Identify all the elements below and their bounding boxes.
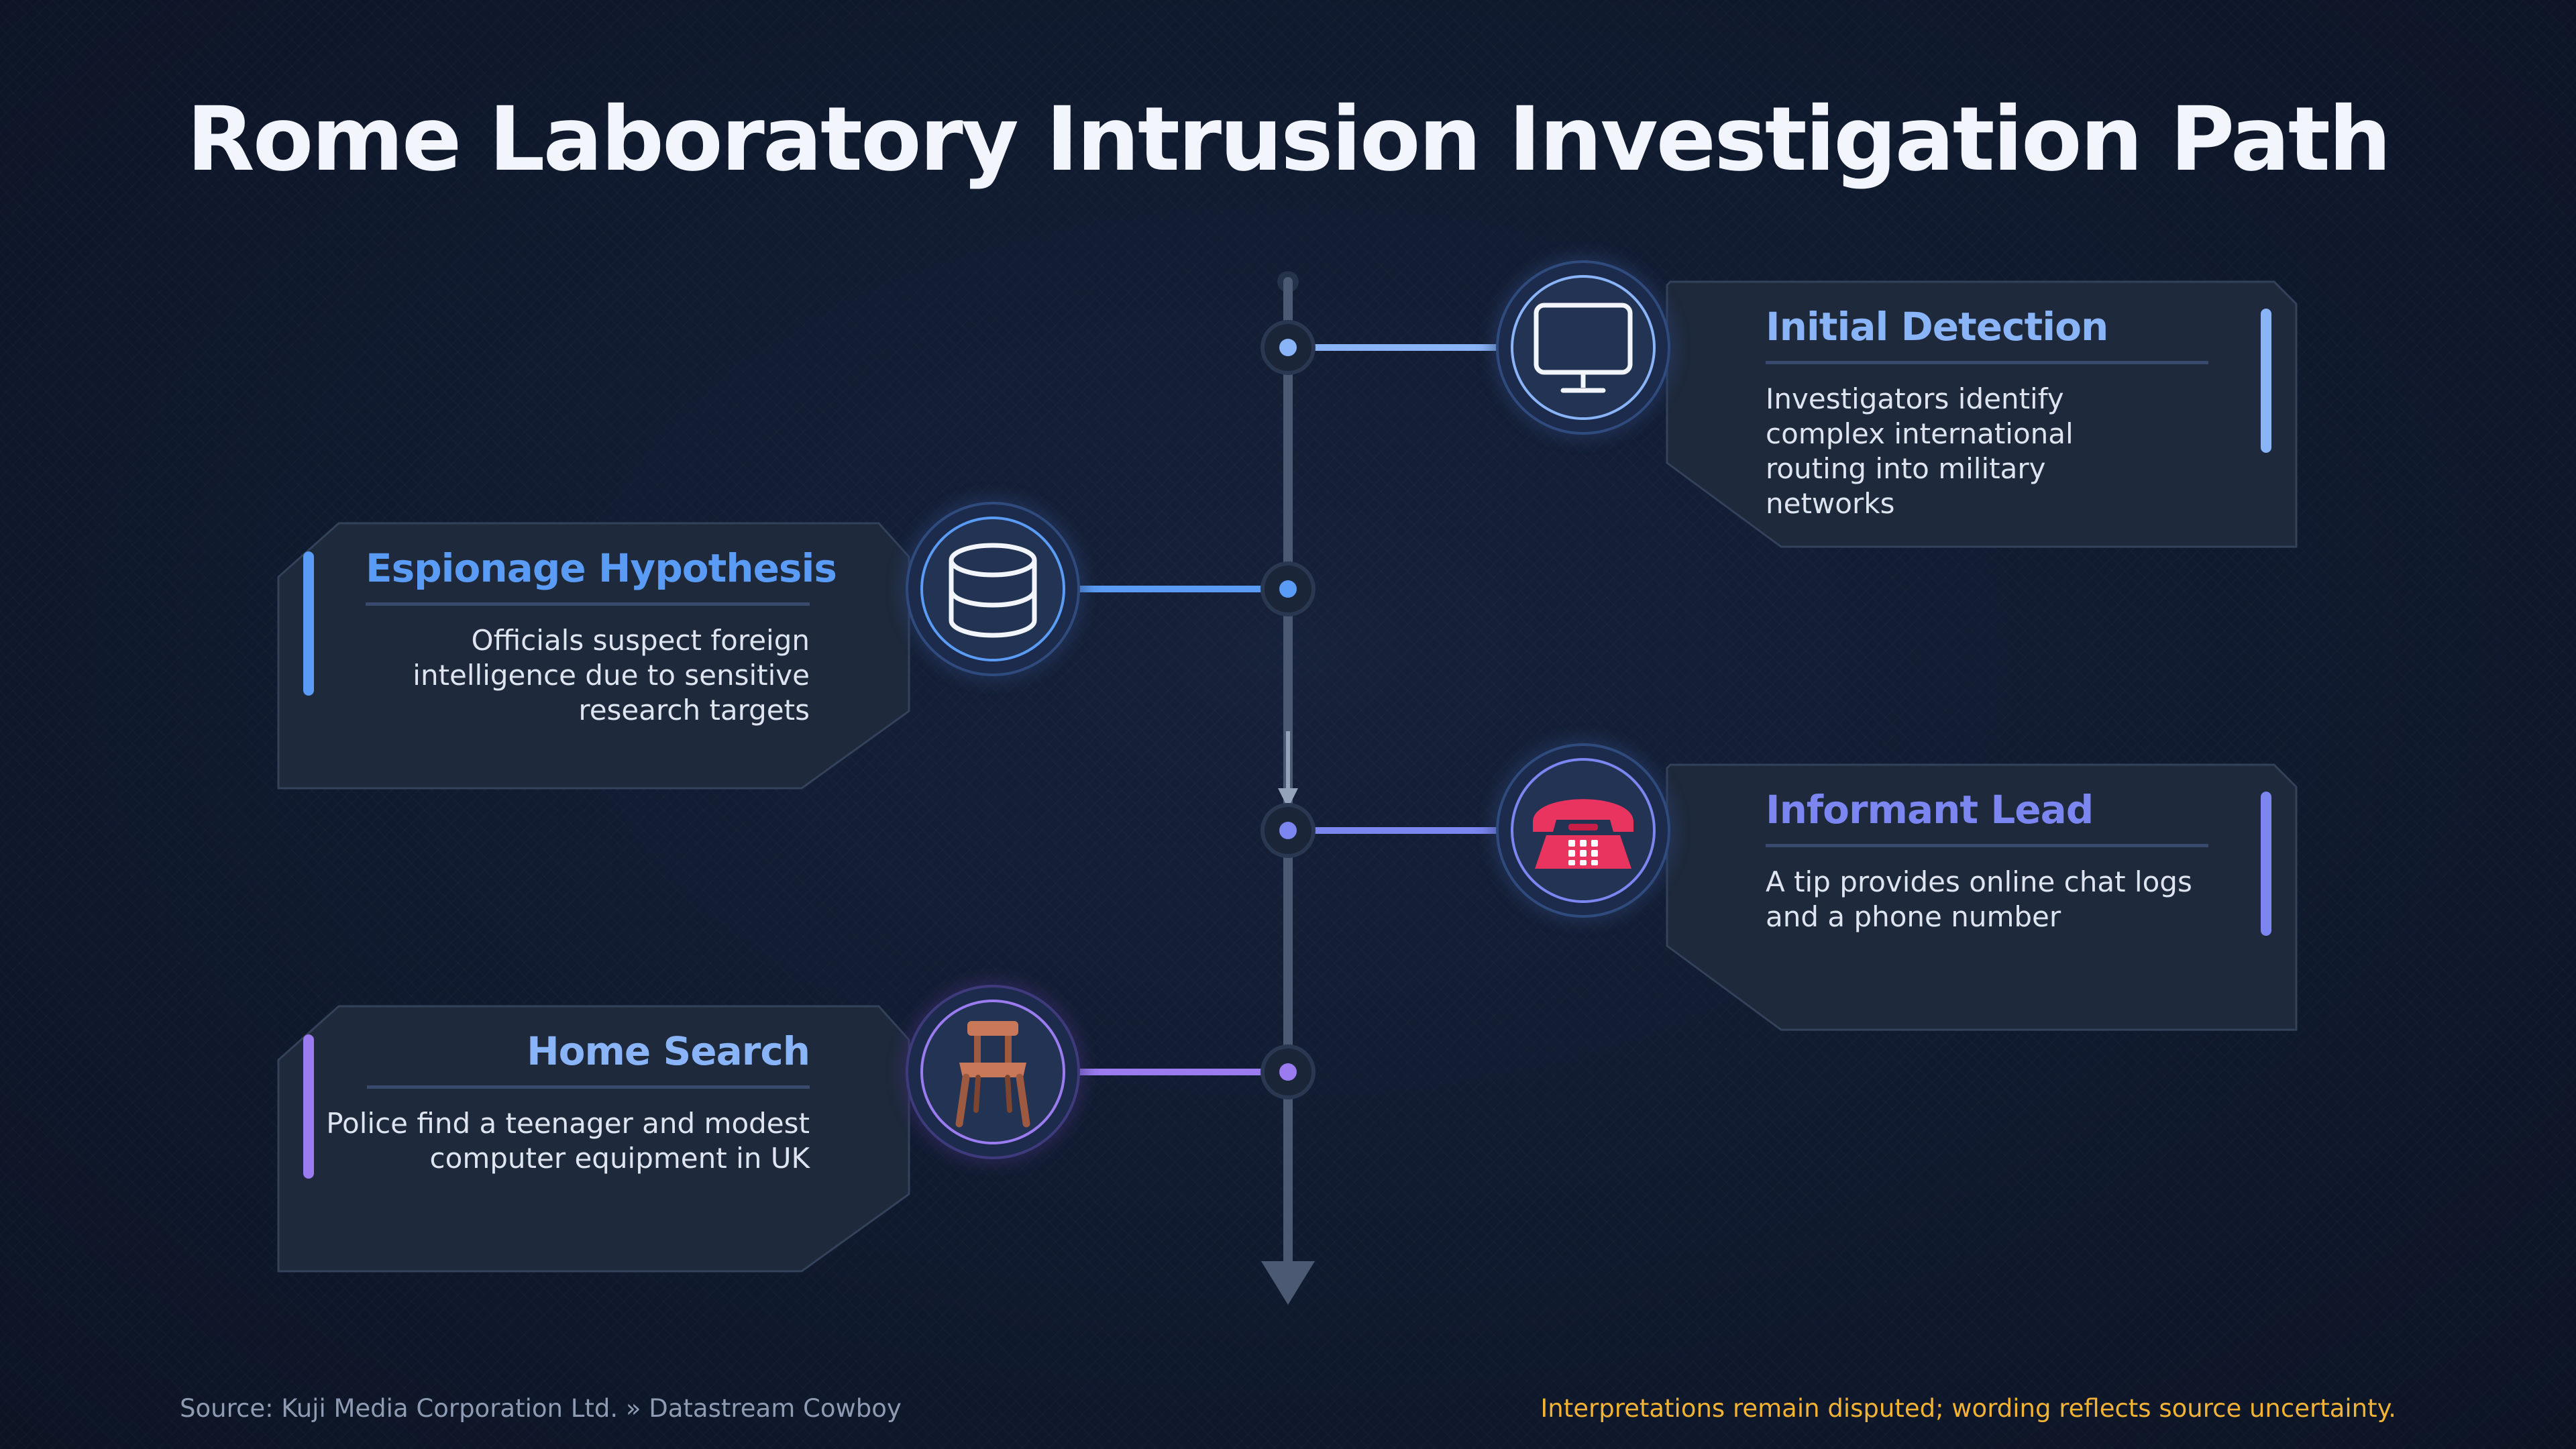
card-text-informant-lead: Informant Lead A tip provides online cha… xyxy=(1766,786,2208,934)
title-divider xyxy=(1766,361,2208,364)
title-divider xyxy=(367,1085,810,1089)
step-title: Espionage Hypothesis xyxy=(366,545,837,591)
telephone-icon xyxy=(1533,799,1633,869)
step-informant-lead xyxy=(1260,737,2298,1031)
step-description: A tip provides online chat logs and a ph… xyxy=(1766,865,2192,933)
step-title: Home Search xyxy=(527,1028,810,1074)
card-home-search xyxy=(277,1005,910,1273)
chair-icon xyxy=(955,1021,1030,1128)
timeline-spine xyxy=(1261,271,1315,1305)
step-description: Officials suspect foreign intelligence d… xyxy=(413,624,810,727)
timeline-midarrow xyxy=(1278,788,1298,808)
accent-bar xyxy=(303,551,314,696)
step-title: Initial Detection xyxy=(1766,304,2108,350)
card-text-home-search: Home Search Police find a teenager and m… xyxy=(325,1028,810,1176)
database-icon xyxy=(949,543,1037,638)
step-description: Police find a teenager and modest comput… xyxy=(326,1107,810,1175)
card-text-espionage-hypothesis: Espionage Hypothesis Officials suspect f… xyxy=(366,545,837,728)
card-espionage-hypothesis xyxy=(277,522,910,790)
page-title: Rome Laboratory Intrusion Investigation … xyxy=(186,88,2392,191)
card-text-initial-detection: Initial Detection Investigators identify… xyxy=(1766,303,2208,521)
timeline-arrowhead xyxy=(1261,1261,1315,1305)
disclaimer-note: Interpretations remain disputed; wording… xyxy=(1540,1394,2396,1423)
accent-bar xyxy=(303,1034,314,1179)
step-espionage-hypothesis xyxy=(277,495,1316,790)
step-initial-detection xyxy=(1260,254,2298,548)
title-divider xyxy=(1766,844,2208,847)
monitor-icon xyxy=(1534,303,1633,393)
accent-bar xyxy=(2261,792,2271,936)
step-description: Investigators identify complex internati… xyxy=(1766,382,2074,520)
step-title: Informant Lead xyxy=(1766,787,2094,833)
title-divider xyxy=(366,602,810,606)
step-home-search xyxy=(277,978,1316,1273)
source-attribution: Source: Kuji Media Corporation Ltd. » Da… xyxy=(180,1394,902,1423)
accent-bar xyxy=(2261,309,2271,453)
